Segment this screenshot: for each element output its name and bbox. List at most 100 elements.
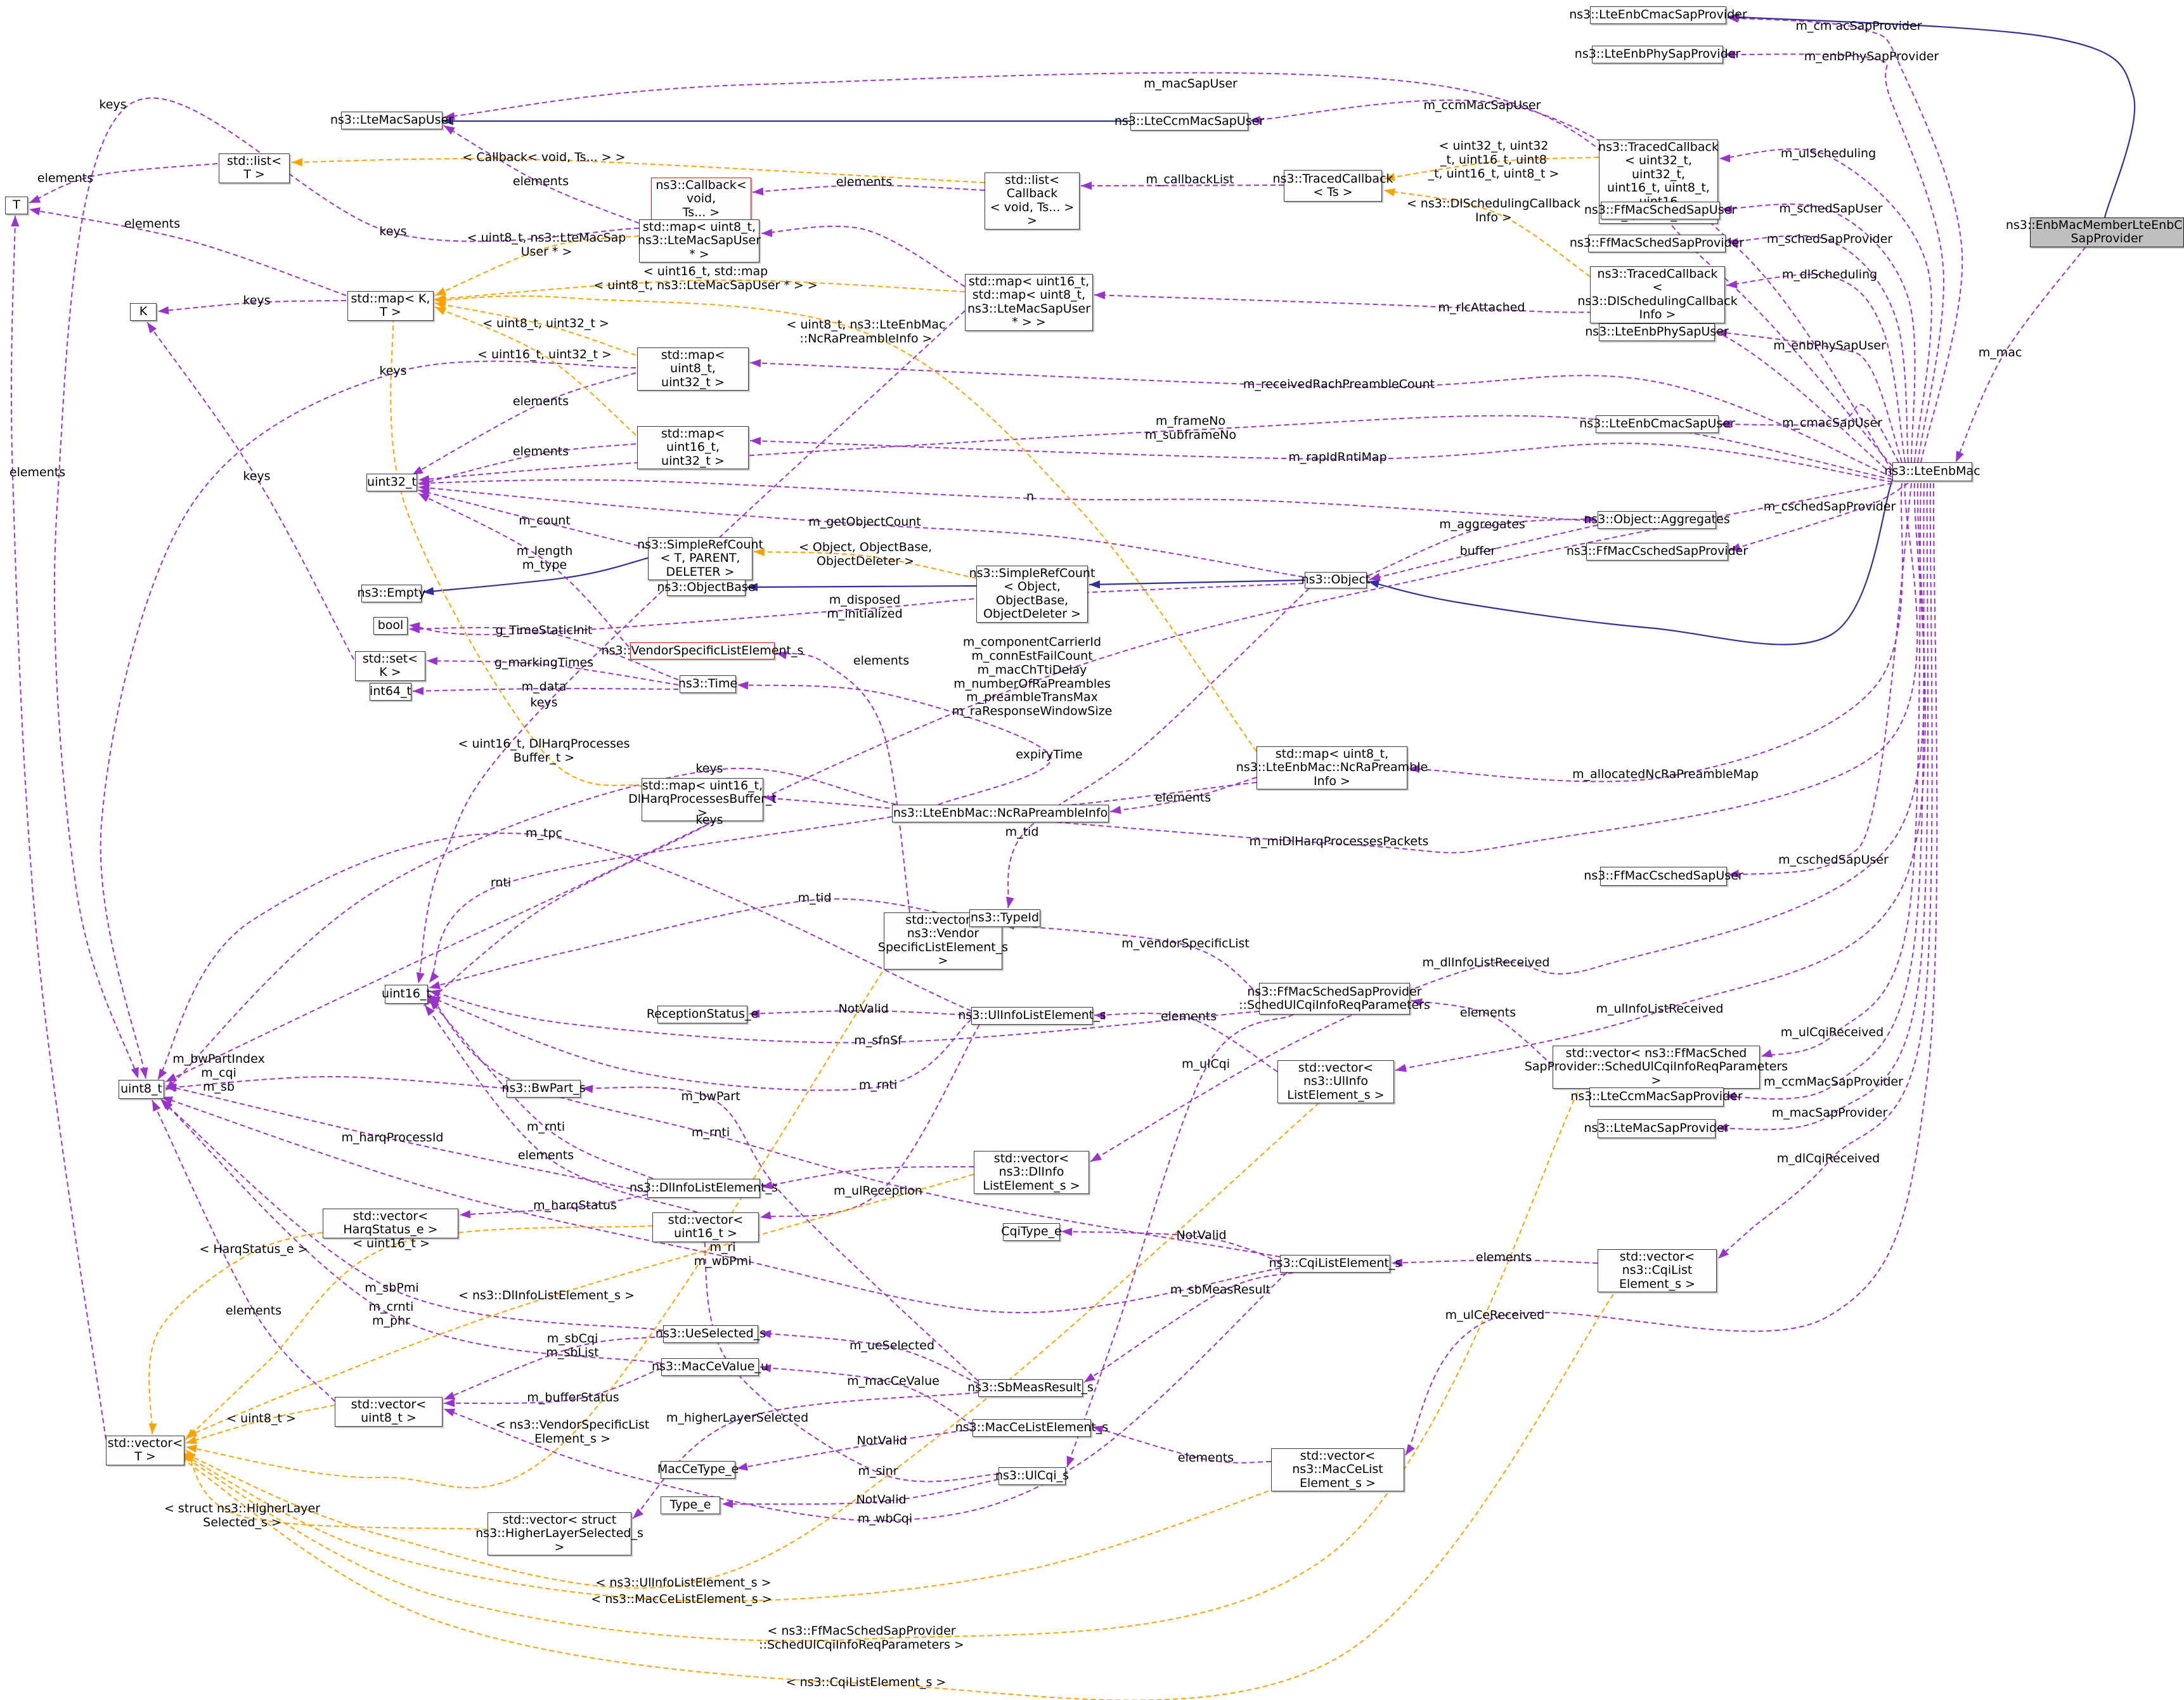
arrowhead <box>1409 765 1420 773</box>
class-node-vecU8[interactable]: std::vector< uint8_t > <box>335 1397 443 1427</box>
edge-member <box>1080 185 1284 186</box>
edge-member <box>1955 246 2086 463</box>
class-node-vecHarqStatus[interactable]: std::vector< HarqStatus_e > <box>323 1209 458 1238</box>
class-node-bwPart[interactable]: ns3::BwPart_s <box>501 1080 586 1098</box>
class-node-mapNcRa[interactable]: std::map< uint8_t, ns3::LteEnbMac::NcRaP… <box>1236 746 1428 790</box>
class-node-receptionStatus[interactable]: ReceptionStatus_e <box>647 1006 758 1023</box>
arrowhead <box>435 296 446 305</box>
class-node-empty[interactable]: ns3::Empty <box>357 585 426 602</box>
class-node-label: std::map< uint8_t, ns3::LteMacSapUser * … <box>637 220 761 261</box>
class-node-ulCqi[interactable]: ns3::UlCqi_s <box>995 1467 1069 1485</box>
arrowhead <box>1066 1455 1075 1467</box>
class-node-tracedCbDl[interactable]: ns3::TracedCallback < ns3::DlSchedulingC… <box>1577 266 1738 323</box>
class-node-sbMeasResult[interactable]: ns3::SbMeasResult_s <box>967 1379 1094 1397</box>
class-node-ulInfoList[interactable]: ns3::UlInfoListElement_s <box>958 1007 1106 1025</box>
class-node-tracedCbTs[interactable]: ns3::TracedCallback < Ts > <box>1273 170 1393 202</box>
class-node-vecDlInfo[interactable]: std::vector< ns3::DlInfo ListElement_s > <box>974 1151 1089 1195</box>
class-node-label: ns3::LteCcmMacSapProvider <box>1570 1089 1743 1104</box>
edge-member <box>152 1100 335 1402</box>
edge-template <box>291 158 985 183</box>
class-node-lteMacSapProvider[interactable]: ns3::LteMacSapProvider <box>1584 1119 1729 1138</box>
class-node-label: ns3::VendorSpecificListElement_s <box>601 643 804 658</box>
class-node-mapU16U32[interactable]: std::map< uint16_t, uint32_t > <box>637 426 749 470</box>
class-node-K[interactable]: K <box>130 303 157 321</box>
class-node-macCeType[interactable]: MacCeType_e <box>657 1461 739 1479</box>
edge-member <box>1061 1231 1281 1262</box>
class-node-vecMacCe[interactable]: std::vector< ns3::MacCeList Element_s > <box>1271 1448 1404 1492</box>
class-node-lteEnbCmacSapUser[interactable]: ns3::LteEnbCmacSapUser <box>1579 415 1735 433</box>
arrowhead <box>722 1500 733 1509</box>
class-node-objectBase[interactable]: ns3::ObjectBase <box>657 580 756 596</box>
class-node-vecCqiList[interactable]: std::vector< ns3::CqiList Element_s > <box>1598 1249 1717 1293</box>
class-node-ffMacCschedSapUser[interactable]: ns3::FfMacCschedSapUser <box>1584 867 1743 886</box>
class-node-label: std::map< uint16_t, std::map< uint8_t, n… <box>967 275 1091 330</box>
class-node-vecUlInfo[interactable]: std::vector< ns3::UlInfo ListElement_s > <box>1277 1060 1394 1104</box>
edge-member <box>1405 483 1938 1456</box>
class-node-vecU16[interactable]: std::vector< uint16_t > <box>652 1212 759 1242</box>
class-node-uint8[interactable]: uint8_t <box>119 1080 164 1099</box>
class-node-mapU8U32[interactable]: std::map< uint8_t, uint32_t > <box>637 347 749 391</box>
class-node-lteMacSapUser[interactable]: ns3::LteMacSapUser <box>330 112 453 129</box>
class-node-setK[interactable]: std::set< K > <box>355 651 425 681</box>
class-node-callbackVoid[interactable]: ns3::Callback< void, Ts... > <box>651 178 751 221</box>
class-node-listT[interactable]: std::list< T > <box>219 153 290 183</box>
arrowhead <box>186 1436 198 1444</box>
class-node-vecVendor[interactable]: std::vector< ns3::Vendor SpecificListEle… <box>878 912 1008 970</box>
class-node-objAggregates[interactable]: ns3::Object::Aggregates <box>1584 511 1730 529</box>
class-node-lteEnbPhySapProvider[interactable]: ns3::LteEnbPhySapProvider <box>1575 46 1740 63</box>
class-node-typeE[interactable]: Type_e <box>661 1496 720 1514</box>
class-node-macCeList[interactable]: ns3::MacCeListElement_s <box>955 1419 1108 1437</box>
class-node-mapK[interactable]: std::map< K, T > <box>347 291 434 321</box>
class-node-label: ns3::EnbMacMemberLteEnbCmac SapProvider <box>2005 218 2184 246</box>
class-node-T[interactable]: T <box>5 197 28 214</box>
class-node-macCeValue[interactable]: ns3::MacCeValue_u <box>652 1358 768 1376</box>
arrowhead <box>429 981 441 989</box>
edge-member <box>736 1429 973 1469</box>
class-node-enbMacMember[interactable]: ns3::EnbMacMemberLteEnbCmac SapProvider <box>2006 217 2184 247</box>
edge-member <box>1083 1272 1294 1383</box>
class-node-vecHigher[interactable]: std::vector< struct ns3::HigherLayerSele… <box>475 1512 643 1556</box>
class-node-label: ns3::SimpleRefCount < T, PARENT, DELETER… <box>637 538 763 579</box>
class-node-ffMacCschedSapProvider[interactable]: ns3::FfMacCschedSapProvider <box>1567 543 1748 561</box>
edge-template <box>185 1449 488 1530</box>
class-node-mapDlHarq[interactable]: std::map< uint16_t, DlHarqProcessesBuffe… <box>628 778 777 822</box>
class-node-simpleRefT[interactable]: ns3::SimpleRefCount < T, PARENT, DELETER… <box>637 537 763 581</box>
class-node-lteEnbMac[interactable]: ns3::LteEnbMac <box>1884 462 1980 481</box>
class-node-mapU16MapU8[interactable]: std::map< uint16_t, std::map< uint8_t, n… <box>965 274 1093 331</box>
class-node-vecFfSched[interactable]: std::vector< ns3::FfMacSched SapProvider… <box>1525 1046 1788 1089</box>
edge-member <box>424 1004 698 1213</box>
edge-member <box>1728 483 1912 876</box>
class-node-vecT[interactable]: std::vector< T > <box>106 1436 184 1465</box>
edge-member <box>1408 483 1903 782</box>
class-node-cqiType[interactable]: CqiType_e <box>1001 1223 1062 1241</box>
class-node-label: ns3::LteEnbMac <box>1884 464 1980 479</box>
class-node-ffMacSchedSapUser[interactable]: ns3::FfMacSchedSapUser <box>1584 202 1736 219</box>
class-node-ffSchedUlCqiParams[interactable]: ns3::FfMacSchedSapProvider ::SchedUlCqiI… <box>1239 983 1430 1015</box>
class-node-label: std::map< K, T > <box>351 292 430 320</box>
edge-member <box>1726 235 1909 463</box>
class-node-ueSelected[interactable]: ns3::UeSelected_s <box>656 1325 766 1343</box>
class-node-lteCcmMacSapProvider[interactable]: ns3::LteCcmMacSapProvider <box>1570 1087 1743 1106</box>
class-node-ffMacSchedSapProvider[interactable]: ns3::FfMacSchedSapProvider <box>1570 235 1744 252</box>
class-node-time[interactable]: ns3::Time <box>678 675 737 693</box>
class-node-lteEnbPhySapUser[interactable]: ns3::LteEnbPhySapUser <box>1585 323 1729 341</box>
class-node-object[interactable]: ns3::Object <box>1302 572 1370 588</box>
arrowhead <box>761 1181 773 1190</box>
class-node-ncRaInfo[interactable]: ns3::LteEnbMac::NcRaPreambleInfo <box>892 805 1109 822</box>
class-node-boolN[interactable]: bool <box>373 617 408 635</box>
class-node-dlInfoList[interactable]: ns3::DlInfoListElement_s <box>630 1179 778 1198</box>
class-node-uint32[interactable]: uint32_t <box>366 474 417 491</box>
class-node-listCallback[interactable]: std::list< Callback < void, Ts... > > <box>985 172 1080 230</box>
class-node-lteEnbCmacSapProvider[interactable]: ns3::LteEnbCmacSapProvider <box>1569 6 1747 24</box>
class-node-simpleRefObj[interactable]: ns3::SimpleRefCount < Object, ObjectBase… <box>969 566 1095 623</box>
class-node-typeId[interactable]: ns3::TypeId <box>969 909 1040 927</box>
class-node-uint16[interactable]: uint16_t <box>382 985 431 1004</box>
edge-member <box>1003 924 1260 995</box>
class-node-label: ns3::FfMacSchedSapUser <box>1584 203 1737 217</box>
class-node-lteCcmMacSapUser[interactable]: ns3::LteCcmMacSapUser <box>1115 113 1264 131</box>
class-node-cqiList[interactable]: ns3::CqiListElement_s <box>1269 1255 1401 1273</box>
class-node-vendorSpecific[interactable]: ns3::VendorSpecificListElement_s <box>602 642 803 659</box>
class-node-int64[interactable]: int64_t <box>370 683 411 701</box>
class-node-mapU8MacSapUser[interactable]: std::map< uint8_t, ns3::LteMacSapUser * … <box>637 219 761 263</box>
